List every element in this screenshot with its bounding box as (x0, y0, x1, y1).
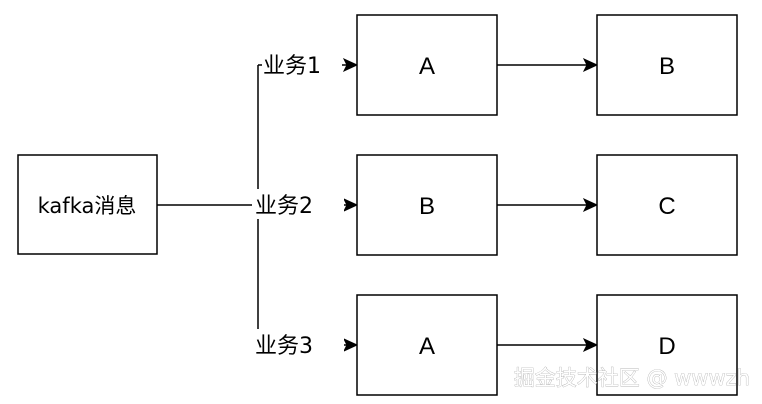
row-2-first-node-label: B (419, 193, 435, 220)
row-1-link-arrowhead (582, 57, 599, 73)
row-1-first-node: A (356, 14, 498, 116)
branch-2-arrowhead (342, 197, 359, 213)
branch-1-arrowhead (342, 57, 359, 73)
branch-2-edge-label-group: 业务2 (252, 189, 344, 219)
row-2-first-node: B (356, 154, 498, 256)
row-1-first-node-label: A (419, 53, 435, 80)
row-3-first-node-label: A (419, 333, 435, 360)
row-2-link-arrowhead (582, 197, 599, 213)
row-2-second-node-label: C (658, 193, 675, 220)
row-1-second-node: B (596, 14, 738, 116)
watermark: 掘金技术社区 @ wwwzh (514, 366, 750, 390)
branch-3-edge-label-group: 业务3 (252, 329, 344, 359)
branch-1-edge-label: 业务1 (263, 54, 321, 79)
row-2-second-node: C (596, 154, 738, 256)
row-3-first-node: A (356, 294, 498, 396)
row-3-second-node: D (596, 294, 738, 396)
source-node-label: kafka消息 (38, 194, 137, 218)
row-1-second-node-label: B (659, 53, 675, 80)
row-3-second-node-label: D (658, 333, 675, 360)
branch-3-arrowhead (342, 337, 359, 353)
branch-1-edge-label-group: 业务1 (262, 49, 342, 79)
source-node: kafka消息 (17, 154, 158, 255)
row-3-link-arrowhead (582, 337, 599, 353)
branch-3-edge-label: 业务3 (255, 334, 313, 359)
branch-2-edge-label: 业务2 (255, 194, 313, 219)
